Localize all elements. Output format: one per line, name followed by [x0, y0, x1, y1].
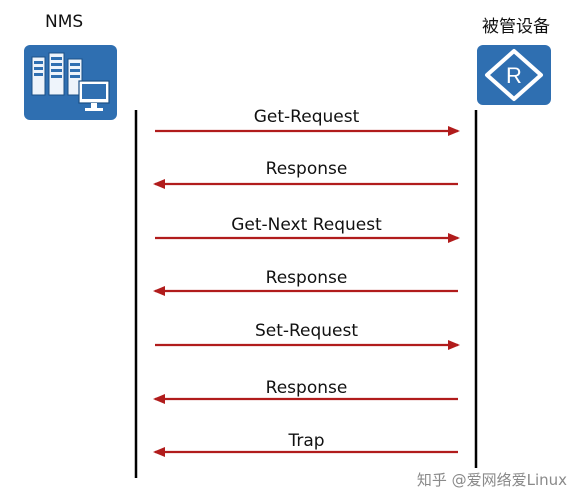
watermark: 知乎 @爱网络爱Linux: [416, 471, 567, 489]
message-label-set-request: Set-Request: [254, 321, 359, 341]
message-label-response-1: Response: [265, 159, 348, 179]
message-label-response-2: Response: [265, 268, 348, 288]
nms-label: NMS: [45, 12, 84, 32]
managed-device-label: 被管设备: [482, 17, 550, 37]
message-label-get-request: Get-Request: [253, 107, 360, 127]
router-icon: R: [477, 45, 551, 105]
message-label-response-3: Response: [265, 378, 348, 398]
message-label-trap: Trap: [288, 431, 325, 451]
server-monitor-icon: [24, 45, 117, 120]
router-letter: R: [506, 63, 522, 88]
message-label-get-next-request: Get-Next Request: [231, 215, 382, 235]
